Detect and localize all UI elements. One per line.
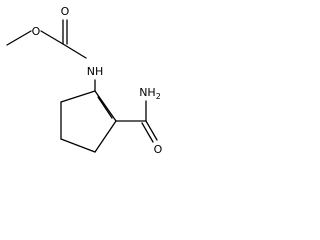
amide-nh2-subscript: 2 [156,92,161,101]
bond-methyl-ester-oxygen [6,30,32,46]
bond-ring-c1-c2 [60,90,96,103]
bond-ring-c4-c5 [94,120,117,153]
chemical-structure-canvas: O O NH NH2 O [0,0,174,188]
amide-oxygen-label: O [154,143,163,156]
amide-nh2-label: NH2 [139,86,161,101]
bond-amide-carbonyl-double-1 [145,120,158,141]
amide-nh2-main: NH [139,86,156,99]
molecule-diagram: O O NH NH2 O [6,5,163,156]
bond-ring-c1-c5-double-2 [97,96,113,119]
bond-ester-oxygen-carbonyl-carbon [40,30,64,45]
ester-oxygen-label: O [32,25,41,38]
bond-ring-c3-c4 [60,138,96,153]
atom-labels: O O NH NH2 O [32,5,163,156]
bond-carbonyl-carbon-nh [62,43,87,59]
ester-carbonyl-oxygen-label: O [61,5,70,18]
bond-lines [6,19,158,153]
bond-ring-c1-c5-double-1 [94,90,117,122]
bond-amide-carbonyl-double-2 [141,122,154,143]
amine-nh-label: NH [87,65,104,78]
